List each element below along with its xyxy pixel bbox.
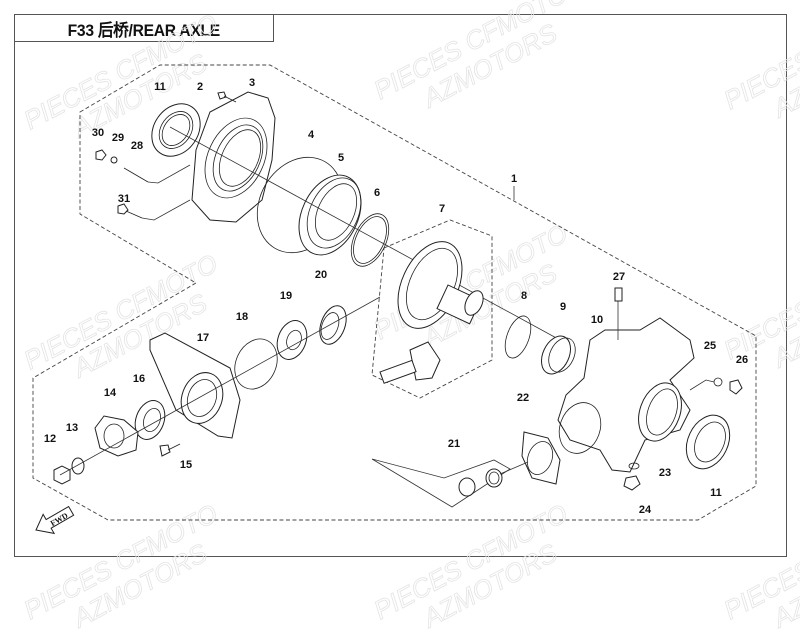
needle-bearing-part-9 <box>540 335 576 375</box>
callout-13: 13 <box>66 422 78 434</box>
callout-8: 8 <box>521 290 527 302</box>
callout-9: 9 <box>560 301 566 313</box>
callout-4: 4 <box>308 129 315 141</box>
callout-29: 29 <box>112 132 124 144</box>
callout-17: 17 <box>197 332 209 344</box>
callout-30: 30 <box>92 127 104 139</box>
callout-28: 28 <box>131 140 143 152</box>
callout-31: 31 <box>118 193 130 205</box>
callout-25: 25 <box>704 340 716 352</box>
callout-14: 14 <box>104 387 117 399</box>
callout-24: 24 <box>639 504 652 516</box>
axle-housing-part-10 <box>557 317 695 473</box>
rear-cover-part-3 <box>191 91 276 223</box>
callout-26: 26 <box>736 354 748 366</box>
callout-22: 22 <box>517 392 529 404</box>
fasteners-28-31 <box>95 149 191 221</box>
ring-gear-part-7 <box>379 241 484 384</box>
callout-20: 20 <box>315 269 327 281</box>
callout-10: 10 <box>591 314 603 326</box>
assembly-outline <box>32 64 757 521</box>
shim-part-6 <box>350 213 390 267</box>
callout-11: 11 <box>710 487 722 499</box>
callout-3: 3 <box>249 77 255 89</box>
title-box: F33 后桥/REAR AXLE <box>14 14 274 42</box>
callout-1: 1 <box>511 173 517 185</box>
bolt-part-2 <box>217 91 237 103</box>
callout-2: 2 <box>197 81 203 93</box>
callout-7: 7 <box>439 203 445 215</box>
callout-16: 16 <box>133 373 145 385</box>
callout-15: 15 <box>180 459 192 471</box>
callout-12: 12 <box>44 433 56 445</box>
oil-seal-part-11-right <box>685 414 731 470</box>
callout-21: 21 <box>448 438 460 450</box>
gasket-part-22 <box>521 431 561 485</box>
callout-18: 18 <box>236 311 248 323</box>
callout-19: 19 <box>280 290 292 302</box>
fwd-direction-icon: FWD <box>35 505 75 535</box>
diagram-frame <box>14 14 787 557</box>
shim-part-8 <box>504 315 532 359</box>
callout-27: 27 <box>613 271 625 283</box>
callout-11: 11 <box>154 81 166 93</box>
callout-5: 5 <box>338 152 344 164</box>
bearing-part-5 <box>298 174 362 256</box>
page-title: F33 后桥/REAR AXLE <box>67 20 221 40</box>
hub-assembly <box>53 296 381 485</box>
callout-23: 23 <box>659 467 671 479</box>
callout-6: 6 <box>374 187 380 199</box>
gear-set-outline <box>371 219 493 399</box>
